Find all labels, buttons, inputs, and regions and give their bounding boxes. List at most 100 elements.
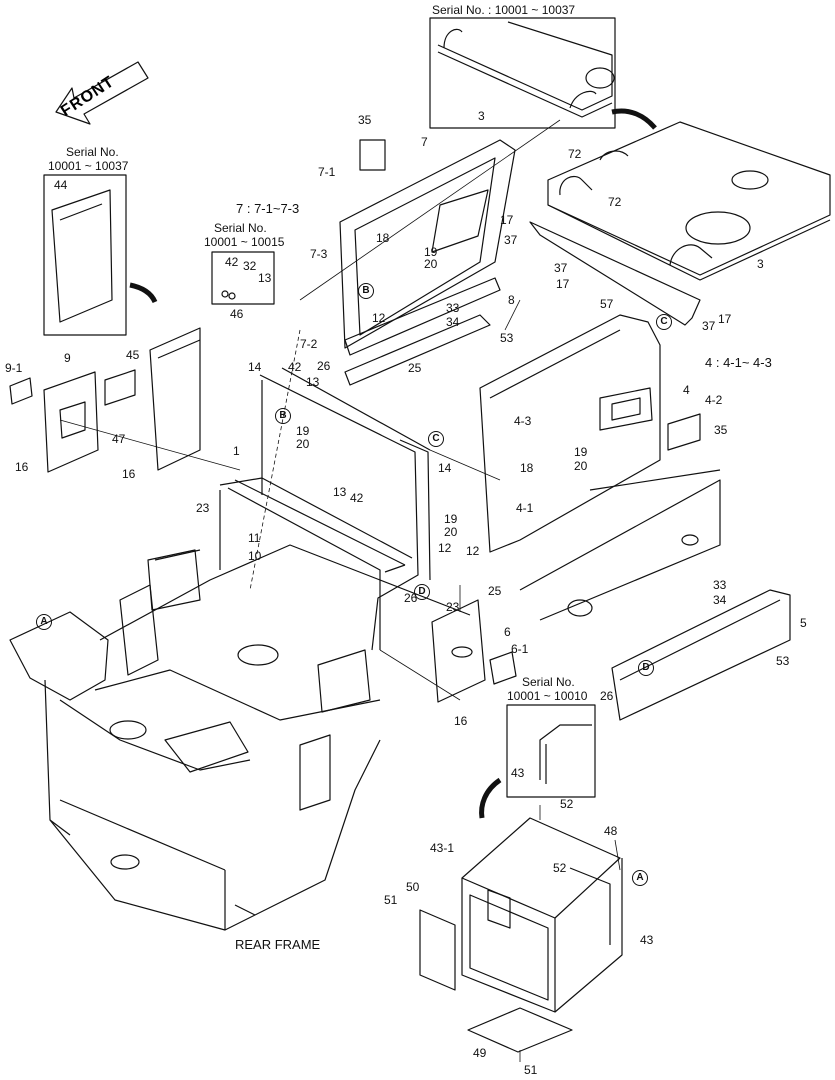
front-arrow-icon [55,61,149,125]
part-number: 20 [424,257,438,271]
part-number: 18 [376,231,390,245]
part-number: 9-1 [5,361,23,375]
part-number: 13 [306,375,320,389]
side-cover-panels [9,327,201,473]
part-number: 20 [574,459,588,473]
part-number: 45 [126,348,140,362]
ref-marker-c: C [656,314,672,330]
part-number: 7-2 [300,337,318,351]
part-number: 37 [554,261,568,275]
ref-marker-a: A [632,870,648,886]
part-number: 50 [406,880,420,894]
part-number: 42 [288,360,302,374]
part-number: 51 [384,893,398,907]
ref-marker-a: A [36,614,52,630]
part-number: 5 [800,616,807,630]
part-number: 8 [508,293,515,307]
hinge-strip [344,277,501,386]
part-number: 7-3 [310,247,328,261]
ref-marker-b: B [275,408,291,424]
part-number: 26 [600,689,614,703]
group-note-4: 4 : 4-1~ 4-3 [705,355,772,370]
part-number: 42 [225,255,239,269]
part-number: 19 [424,245,438,259]
part-number: 25 [488,584,502,598]
part-number: 7 [421,135,428,149]
part-number: 17 [500,213,514,227]
part-number: 16 [122,467,136,481]
part-number: 42 [350,491,364,505]
part-number: 6-1 [511,642,529,656]
group-note-7: 7 : 7-1~7-3 [236,201,300,216]
inset-serial-mid [211,251,275,305]
part-number: 17 [718,312,732,326]
part-number: 52 [560,797,574,811]
part-number: 12 [438,541,452,555]
part-number: 6 [504,625,511,639]
part-number: 20 [296,437,310,451]
part-number: 7-1 [318,165,336,179]
support-bracket [529,221,701,326]
part-number: 53 [500,331,514,345]
part-number: 17 [556,277,570,291]
part-number: 16 [15,460,29,474]
part-number: 34 [446,315,460,329]
part-number: 9 [64,351,71,365]
part-number: 26 [404,591,418,605]
part-number: 13 [333,485,347,499]
part-number: 33 [713,578,727,592]
part-number: 26 [317,359,331,373]
part-number: 51 [524,1063,538,1077]
part-number: 43-1 [430,841,455,855]
part-number: 46 [230,307,244,321]
ref-marker-c: C [428,431,444,447]
inset-serial-left [43,174,158,336]
part-number: 49 [473,1046,487,1060]
serial-note-bottom-a: Serial No. [522,675,575,689]
part-number: 72 [568,147,582,161]
part-number: 32 [243,259,257,273]
part-number: 25 [408,361,422,375]
part-number: 10 [248,549,262,563]
battery-box [419,817,623,1053]
ref-marker-d: D [414,584,430,600]
part-number: 20 [444,525,458,539]
side-strip-panel [611,589,791,721]
serial-note-mid-a: Serial No. [214,221,267,235]
part-number: 12 [372,311,386,325]
part-number: 14 [248,360,262,374]
main-frame [219,367,431,651]
part-number: 44 [54,178,68,192]
part-number: 72 [608,195,622,209]
large-side-door [479,314,701,553]
inset-serial-bottom [479,704,596,819]
part-number: 43 [640,933,654,947]
part-number: 23 [196,501,210,515]
inset-serial-top [429,17,657,130]
serial-note-bottom-b: 10001 ~ 10010 [507,689,588,703]
part-number: 1 [233,444,240,458]
ref-marker-b: B [358,283,374,299]
serial-note-left-a: Serial No. [66,145,119,159]
part-number: 19 [444,512,458,526]
part-number: 19 [574,445,588,459]
part-number: 14 [438,461,452,475]
part-number: 57 [600,297,614,311]
part-number: 4-1 [516,501,534,515]
part-number: 47 [112,432,126,446]
part-number: 33 [446,301,460,315]
part-number: 3 [478,109,485,123]
part-number: 13 [258,271,272,285]
serial-note-left-b: 10001 ~ 10037 [48,159,129,173]
rear-frame-body [9,469,721,931]
rear-access-panel [431,599,517,703]
part-number: 35 [714,423,728,437]
part-number: 12 [466,544,480,558]
part-number: 18 [520,461,534,475]
part-number: 52 [553,861,567,875]
rear-frame-label: REAR FRAME [235,937,321,952]
part-number: 4 [683,383,690,397]
part-number: 35 [358,113,372,127]
upper-door-panel [339,139,516,349]
